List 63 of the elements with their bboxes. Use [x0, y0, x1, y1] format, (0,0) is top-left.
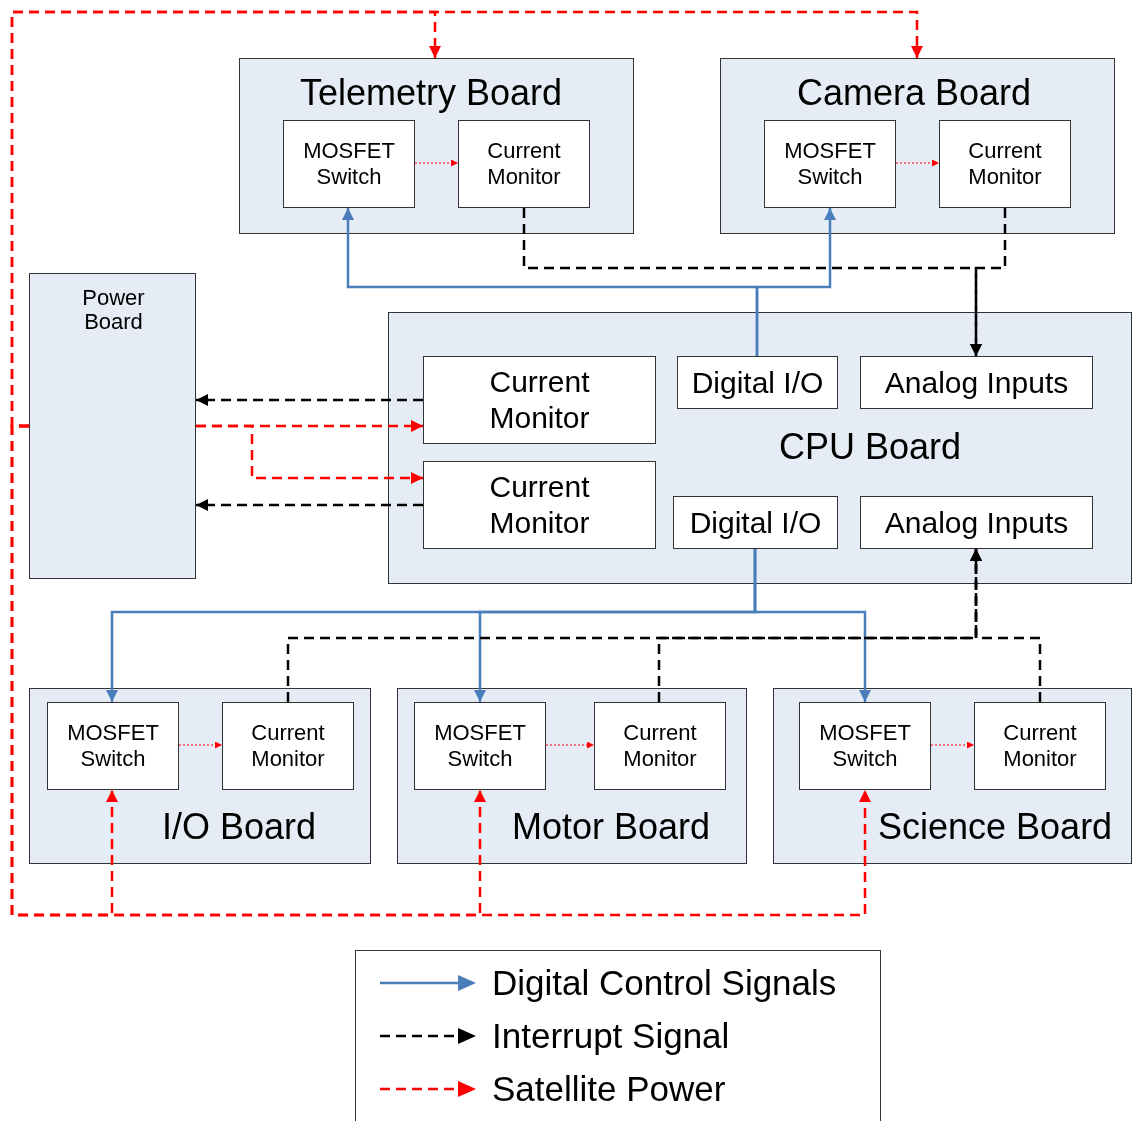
component-label: MOSFET Switch — [302, 137, 396, 191]
board-box — [720, 58, 1115, 234]
component-box — [974, 702, 1106, 790]
component-label: Current Monitor — [488, 364, 591, 436]
component-label: MOSFET Switch — [818, 719, 912, 773]
component-label: Digital I/O — [691, 364, 824, 401]
component-box — [860, 356, 1093, 409]
component-label: Analog Inputs — [884, 364, 1069, 401]
board-box — [29, 688, 371, 864]
component-label: Analog Inputs — [884, 504, 1069, 541]
component-box — [423, 461, 656, 549]
legend-text: Digital Control Signals — [492, 963, 837, 1003]
dotted-arrow — [545, 741, 595, 749]
dotted-arrow — [414, 159, 459, 167]
board-title: CPU Board — [779, 427, 962, 467]
board-title: Camera Board — [797, 73, 1032, 113]
component-label: MOSFET Switch — [433, 719, 527, 773]
dotted-arrow — [930, 741, 975, 749]
component-label: Current Monitor — [488, 469, 591, 541]
board-box — [239, 58, 634, 234]
dotted-arrow — [178, 741, 223, 749]
component-label: MOSFET Switch — [783, 137, 877, 191]
board-title: I/O Board — [162, 807, 317, 847]
component-label: Current Monitor — [486, 137, 562, 191]
connector-arrow — [970, 549, 1042, 702]
connector-arrow — [755, 208, 836, 356]
component-box — [423, 356, 656, 444]
connector-arrow — [196, 394, 423, 406]
component-box — [47, 702, 179, 790]
component-box — [677, 356, 838, 409]
board-title: Motor Board — [512, 807, 711, 847]
component-label: MOSFET Switch — [66, 719, 160, 773]
board-title: Science Board — [878, 807, 1113, 847]
board-box — [773, 688, 1132, 864]
component-label: Current Monitor — [967, 137, 1043, 191]
component-box — [458, 120, 590, 208]
component-label: Current Monitor — [1002, 719, 1078, 773]
component-box — [283, 120, 415, 208]
component-box — [764, 120, 896, 208]
component-box — [594, 702, 726, 790]
connector-arrow — [196, 499, 423, 511]
board-box — [388, 312, 1132, 584]
connector-arrow — [10, 10, 923, 428]
legend-text: Satellite Power — [492, 1069, 726, 1109]
connector-arrow — [10, 424, 871, 917]
board-box — [397, 688, 747, 864]
component-box — [673, 496, 838, 549]
component-box — [939, 120, 1071, 208]
connector-arrow — [970, 208, 1007, 356]
component-box — [414, 702, 546, 790]
component-box — [222, 702, 354, 790]
component-box — [860, 496, 1093, 549]
connector-arrow — [196, 424, 423, 484]
component-label: Current Monitor — [622, 719, 698, 773]
board-title: Power Board — [81, 286, 146, 335]
component-label: Current Monitor — [250, 719, 326, 773]
board-title: Telemetry Board — [300, 73, 563, 113]
connector-arrow — [753, 549, 871, 702]
dotted-arrow — [895, 159, 940, 167]
component-box — [799, 702, 931, 790]
board-box — [29, 273, 196, 579]
component-label: Digital I/O — [689, 504, 822, 541]
legend-text: Interrupt Signal — [492, 1016, 730, 1056]
